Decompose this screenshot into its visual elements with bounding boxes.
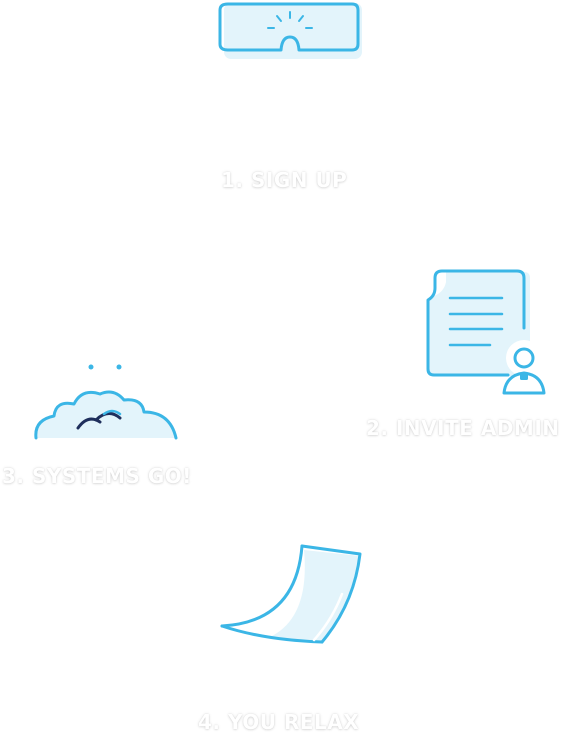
step-label-invite-admin: 2. INVITE ADMIN bbox=[366, 416, 560, 440]
cloud-birds-icon bbox=[34, 364, 178, 440]
signup-screen-icon bbox=[218, 2, 362, 59]
step-label-you-relax: 4. YOU RELAX bbox=[198, 710, 360, 734]
paper-sheet-icon bbox=[220, 544, 362, 644]
step-label-sign-up: 1. SIGN UP bbox=[221, 168, 348, 192]
step-label-systems-go: 3. SYSTEMS GO! bbox=[2, 464, 192, 488]
document-user-icon bbox=[426, 269, 546, 395]
